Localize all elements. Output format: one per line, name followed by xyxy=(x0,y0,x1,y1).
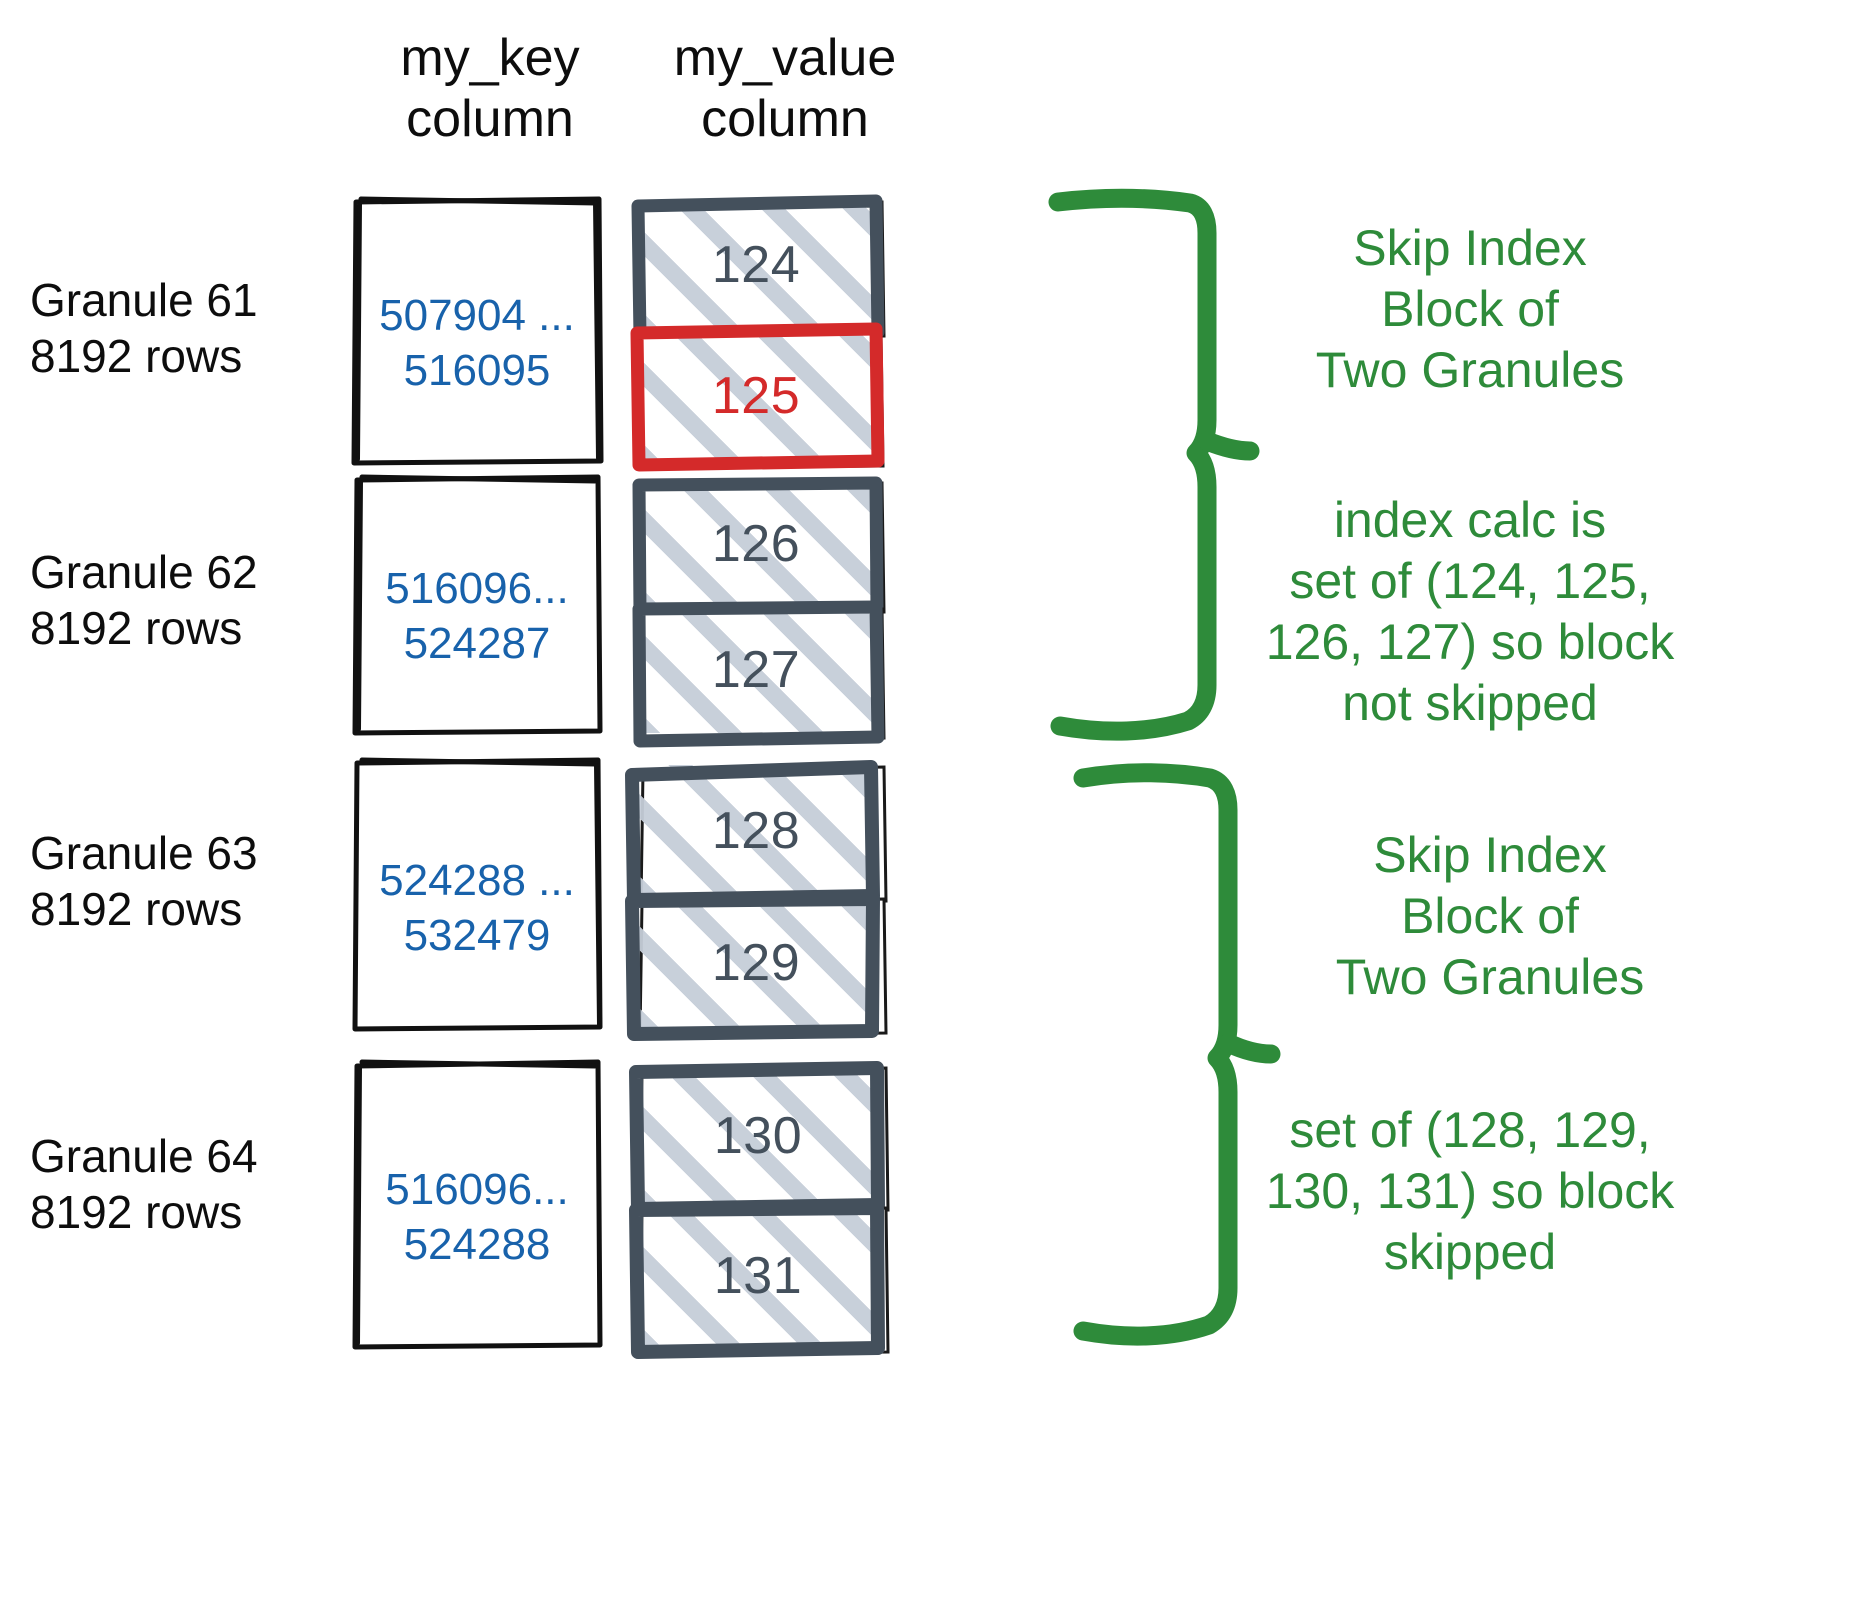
annotation-title-1: Skip Index Block of Two Granules xyxy=(1315,220,1625,398)
annotation-detail-2: set of (128, 129, 130, 131) so block ski… xyxy=(1265,1102,1675,1280)
key-range-granule-64: 516096... 524288 xyxy=(385,1165,569,1269)
value-cell-129: 129 xyxy=(625,892,888,1041)
hatch-pattern xyxy=(636,1206,880,1346)
value-cell-frame-icon xyxy=(629,1201,885,1359)
annotation-detail-1: index calc is set of (124, 125, 126, 127… xyxy=(1265,492,1675,731)
key-range-granule-62: 516096... 524287 xyxy=(385,564,569,668)
key-box-granule-61: 507904 ... 516095 xyxy=(351,196,604,466)
key-box-outline-icon xyxy=(352,474,603,736)
granule-label-63: Granule 63 8192 rows xyxy=(30,827,258,936)
column-header-my-value: my_value column xyxy=(673,29,897,149)
value-cell-125-highlighted: 125 xyxy=(630,322,885,472)
hatch-pattern xyxy=(636,607,876,733)
hatch-pattern xyxy=(636,481,876,607)
value-cell-130: 130 xyxy=(629,1061,890,1216)
granule-label-61: Granule 61 8192 rows xyxy=(30,274,258,383)
hatch-pattern xyxy=(636,331,876,461)
key-box-outline-icon xyxy=(352,757,603,1032)
skip-index-brace-bottom-icon xyxy=(1073,763,1281,1346)
granule-label-64: Granule 64 8192 rows xyxy=(30,1130,258,1239)
key-range-granule-63: 524288 ... 532479 xyxy=(379,856,575,960)
value-cell-128: 128 xyxy=(625,760,888,907)
value-number-129: 129 xyxy=(711,934,801,992)
value-cell-frame-icon xyxy=(625,892,880,1041)
key-range-granule-61: 507904 ... 516095 xyxy=(379,291,575,395)
value-cell-frame-icon xyxy=(632,600,885,748)
hatch-pattern xyxy=(636,1066,880,1206)
value-number-126: 126 xyxy=(711,515,801,573)
highlight-frame-icon xyxy=(630,322,885,472)
annotation-title-2: Skip Index Block of Two Granules xyxy=(1335,827,1645,1005)
key-box-granule-62: 516096... 524287 xyxy=(352,474,603,736)
value-number-131: 131 xyxy=(713,1247,803,1305)
value-number-124: 124 xyxy=(711,236,801,294)
key-box-outline-icon xyxy=(351,196,604,466)
skip-index-brace-top-icon xyxy=(1048,188,1260,741)
value-number-130: 130 xyxy=(713,1107,803,1165)
value-cell-126: 126 xyxy=(632,476,886,620)
hatch-pattern xyxy=(636,765,876,897)
value-cell-131: 131 xyxy=(629,1201,890,1359)
key-box-granule-64: 516096... 524288 xyxy=(352,1059,603,1350)
hatch-pattern xyxy=(636,897,876,1029)
key-box-granule-63: 524288 ... 532479 xyxy=(352,757,603,1032)
value-number-127: 127 xyxy=(711,641,801,699)
value-number-128: 128 xyxy=(711,802,801,860)
value-number-125: 125 xyxy=(711,367,801,425)
key-box-outline-icon xyxy=(352,1059,603,1350)
value-cell-124: 124 xyxy=(631,194,886,343)
value-cell-127: 127 xyxy=(632,600,886,748)
column-header-my-key: my_key column xyxy=(400,29,580,149)
hatch-pattern xyxy=(636,200,876,330)
granule-label-62: Granule 62 8192 rows xyxy=(30,546,258,655)
